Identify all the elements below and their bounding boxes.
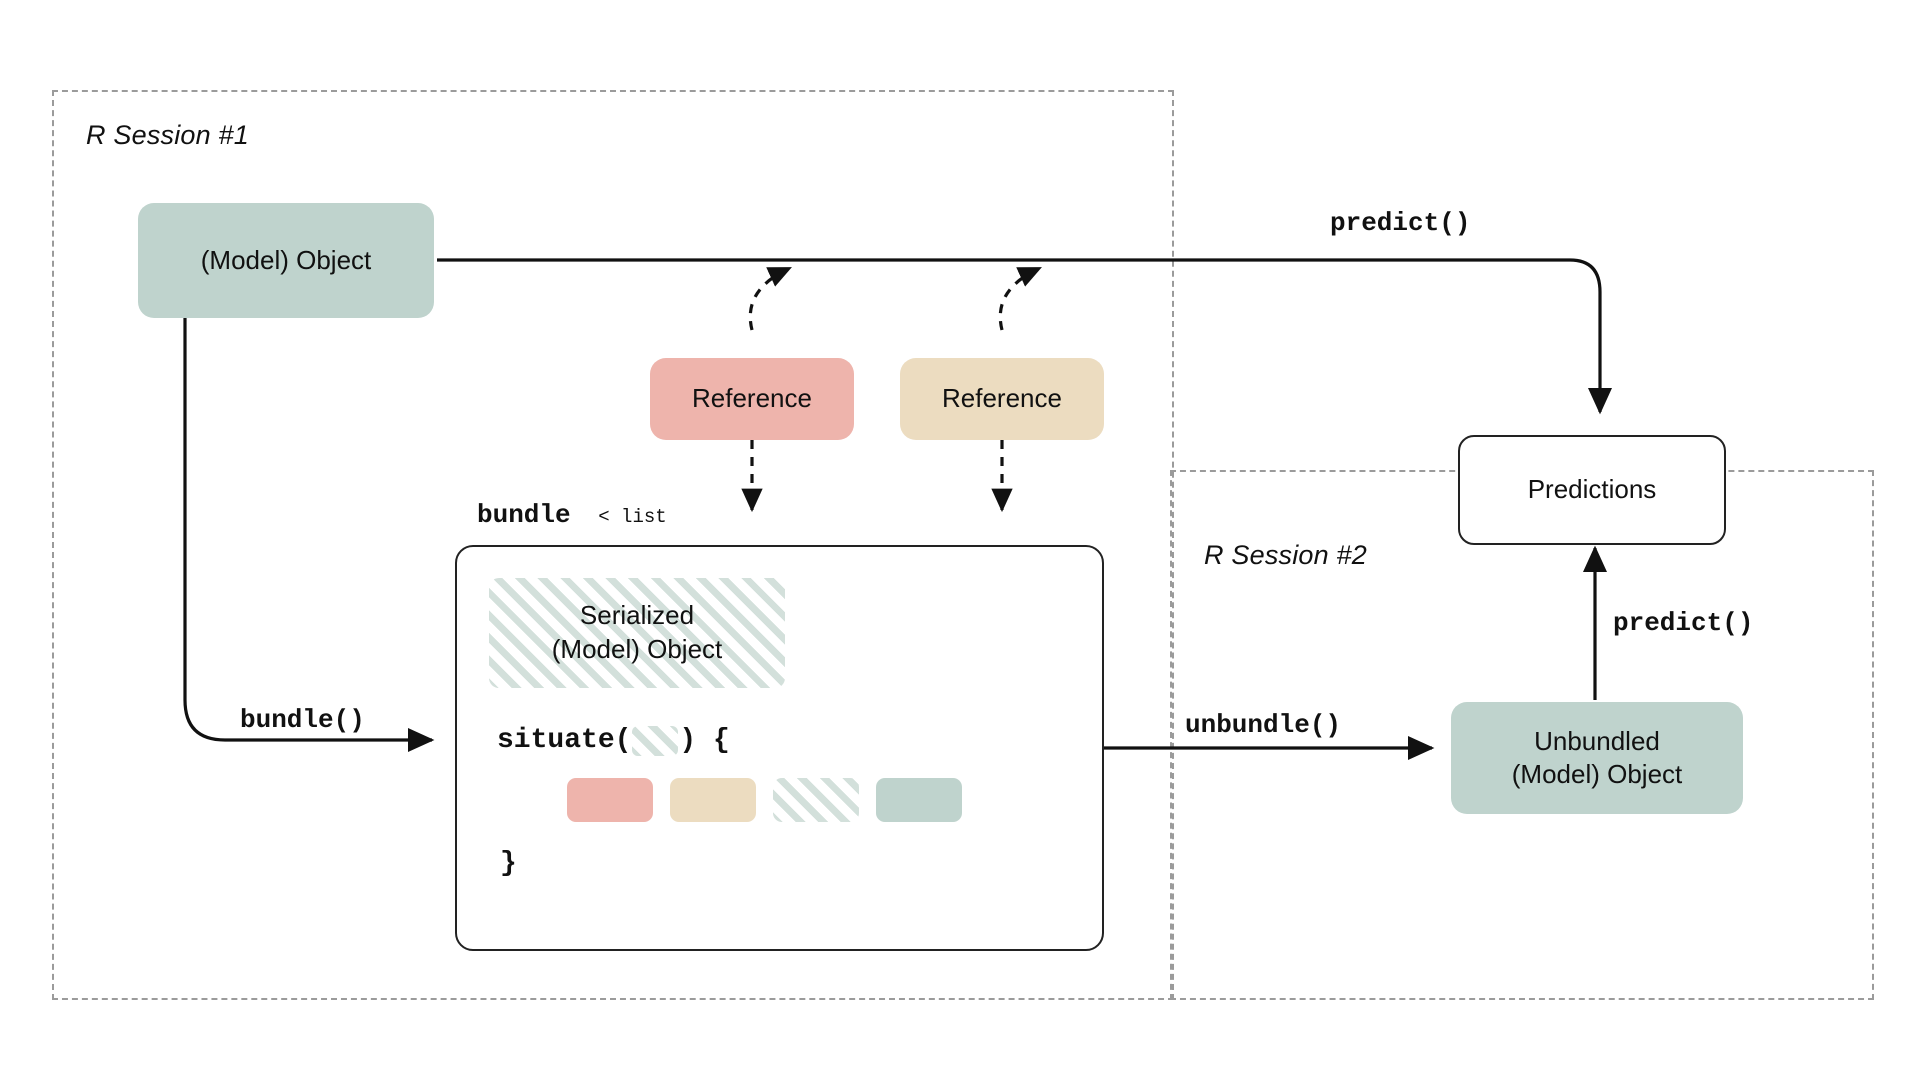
- node-unbundled-object[interactable]: Unbundled (Model) Object: [1451, 702, 1743, 814]
- situate-line: situate( ) {: [497, 725, 730, 756]
- serialized-line-2: (Model) Object: [551, 634, 723, 664]
- close-brace: }: [500, 848, 517, 879]
- bundle-header: bundle < list: [477, 500, 667, 530]
- unbundled-line-2: (Model) Object: [1511, 759, 1683, 789]
- node-predictions[interactable]: Predictions: [1458, 435, 1726, 545]
- node-model-object[interactable]: (Model) Object: [138, 203, 434, 318]
- chip-hatched[interactable]: [773, 778, 859, 822]
- edge-label-predict-session2: predict(): [1613, 608, 1754, 638]
- unbundled-line-1: Unbundled: [1534, 725, 1660, 756]
- node-reference-2[interactable]: Reference: [900, 358, 1104, 440]
- bundle-header-main: bundle: [477, 500, 571, 530]
- edge-label-unbundle: unbundle(): [1185, 710, 1342, 740]
- chip-tan[interactable]: [670, 778, 756, 822]
- situate-open: situate(: [497, 725, 632, 756]
- situate-close: ) {: [679, 725, 730, 756]
- edge-label-bundle: bundle(): [240, 705, 365, 735]
- chip-sage[interactable]: [876, 778, 962, 822]
- session-label-1: R Session #1: [86, 120, 249, 150]
- situate-argument-swatch: [632, 725, 679, 756]
- serialized-line-1: Serialized: [579, 600, 695, 631]
- chip-pink[interactable]: [567, 778, 653, 822]
- node-reference-1[interactable]: Reference: [650, 358, 854, 440]
- session-label-2: R Session #2: [1204, 540, 1367, 570]
- edge-label-predict-top: predict(): [1330, 208, 1471, 238]
- session-frame-1: [52, 90, 1174, 1000]
- bundle-header-suffix: < list: [598, 506, 667, 528]
- node-serialized-object[interactable]: Serialized (Model) Object: [489, 578, 785, 688]
